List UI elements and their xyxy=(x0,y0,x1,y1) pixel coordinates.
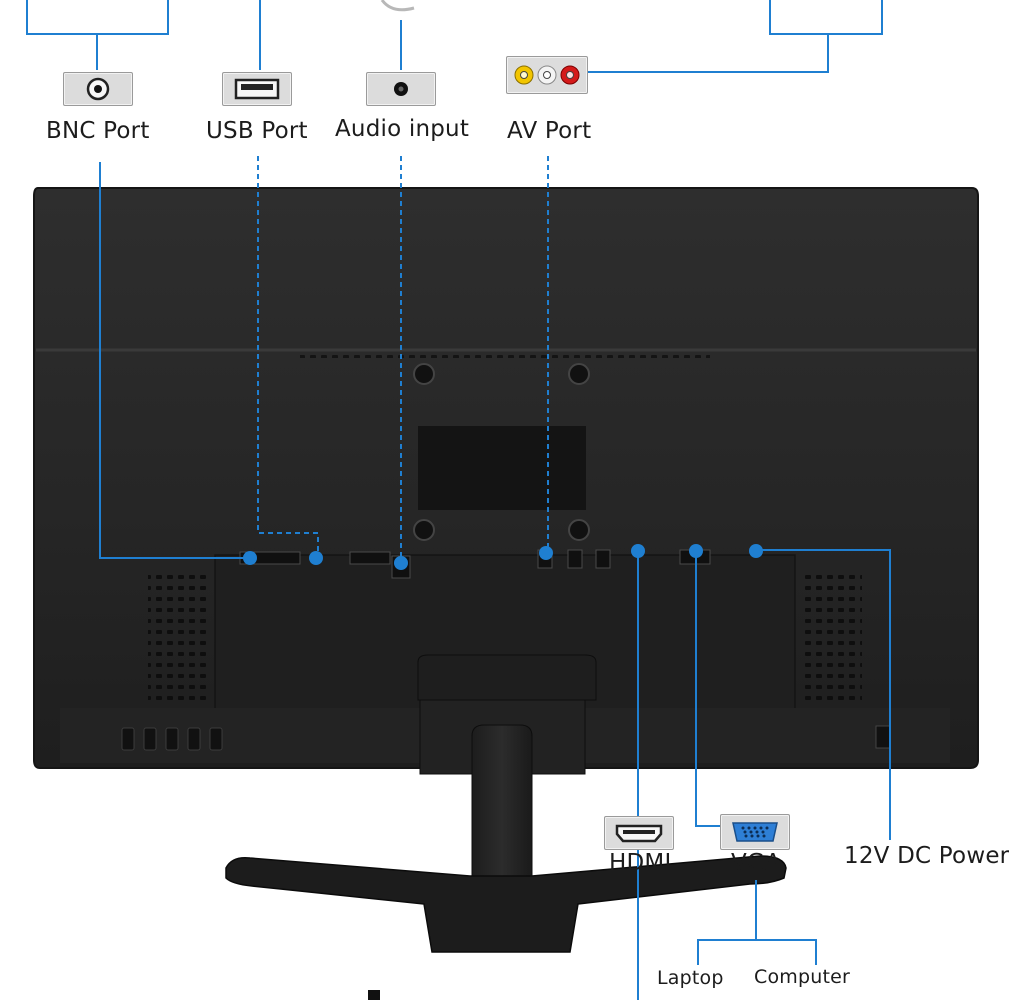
dashed-leader-lines xyxy=(257,156,549,566)
av-port-icon-box xyxy=(506,56,588,94)
rca-av-connector-icon xyxy=(514,65,580,85)
vga-port-icon-box xyxy=(720,814,790,850)
vesa-screws xyxy=(413,363,590,541)
kensington-slot xyxy=(875,725,891,749)
leader-lines xyxy=(26,0,891,1000)
usb-port-icon-box xyxy=(222,72,292,106)
bnc-port-label: BNC Port xyxy=(46,118,150,144)
right-vent xyxy=(804,575,862,700)
audio-cable-tip xyxy=(380,0,415,12)
computer-label: Computer xyxy=(754,966,851,988)
hdmi-connector-icon xyxy=(615,824,663,843)
left-vent xyxy=(148,575,206,700)
hdmi-port-icon-box xyxy=(604,816,674,850)
audio-input-label: Audio input xyxy=(335,116,470,142)
vga-label: VGA xyxy=(731,850,781,876)
leader-dots xyxy=(243,544,763,570)
top-vent-strip xyxy=(300,350,710,358)
label-plate xyxy=(418,426,586,510)
bnc-connector-icon xyxy=(86,77,110,101)
usb-connector-icon xyxy=(234,78,280,100)
stand-base xyxy=(225,855,787,953)
bnc-port-icon-box xyxy=(63,72,133,106)
stand-neck xyxy=(471,724,533,881)
dc-power-label: 12V DC Power xyxy=(844,843,1009,869)
hdmi-label: HDMI xyxy=(609,850,672,876)
audio-jack-icon xyxy=(394,82,408,96)
usb-port-label: USB Port xyxy=(206,118,308,144)
audio-port-icon-box xyxy=(366,72,436,106)
laptop-label: Laptop xyxy=(657,967,724,989)
cable-connector xyxy=(368,990,380,1000)
control-buttons xyxy=(121,727,223,751)
stand-mount xyxy=(417,654,597,701)
vga-connector-icon xyxy=(732,822,778,842)
av-port-label: AV Port xyxy=(507,118,592,144)
